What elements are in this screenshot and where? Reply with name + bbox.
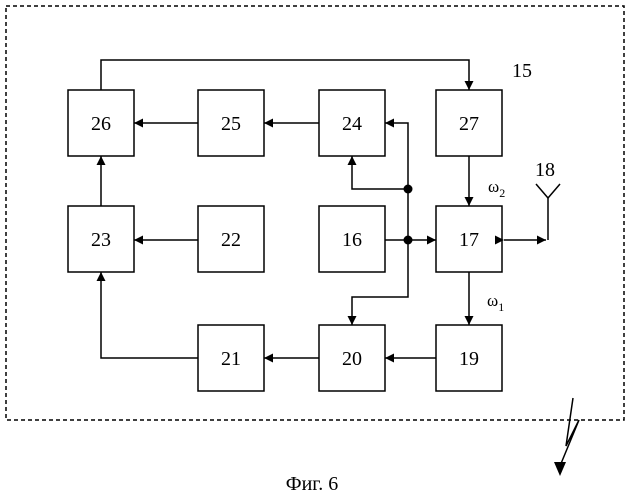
omega1-label: ω1 [487, 291, 504, 314]
wire-junction-to-24-right [385, 123, 408, 240]
block-24: 24 [319, 90, 385, 156]
block-20: 20 [319, 325, 385, 391]
block-26: 26 [68, 90, 134, 156]
figure-caption: Фиг. 6 [286, 473, 338, 495]
block-17-label: 17 [459, 229, 479, 251]
block-17: 17 [436, 206, 502, 272]
block-24-label: 24 [342, 113, 362, 135]
omega2-index: 2 [499, 186, 505, 200]
block-25: 25 [198, 90, 264, 156]
block-26-label: 26 [91, 113, 111, 135]
block-23-label: 23 [91, 229, 111, 251]
block-25-label: 25 [221, 113, 241, 135]
antenna-label: 18 [535, 159, 555, 181]
device-label: 15 [512, 60, 532, 82]
block-27-label: 27 [459, 113, 479, 135]
block-27: 27 [436, 90, 502, 156]
omega2-symbol: ω [488, 177, 499, 196]
junction-dot-lower [404, 236, 413, 245]
antenna-icon [536, 184, 560, 240]
block-22: 22 [198, 206, 264, 272]
block-20-label: 20 [342, 348, 362, 370]
block-21: 21 [198, 325, 264, 391]
omega1-index: 1 [498, 300, 504, 314]
junction-dot-upper [404, 185, 413, 194]
wire-junction-to-24-bottom [352, 156, 408, 189]
wire-26-to-27 [101, 60, 469, 90]
block-16: 16 [319, 206, 385, 272]
block-19: 19 [436, 325, 502, 391]
block-16-label: 16 [342, 229, 362, 251]
block-22-label: 22 [221, 229, 241, 251]
omega1-symbol: ω [487, 291, 498, 310]
block-23: 23 [68, 206, 134, 272]
block-21-label: 21 [221, 348, 241, 370]
omega2-label: ω2 [488, 177, 505, 200]
lightning-link-icon [554, 398, 579, 476]
wire-21-to-23 [101, 272, 198, 358]
block-19-label: 19 [459, 348, 479, 370]
